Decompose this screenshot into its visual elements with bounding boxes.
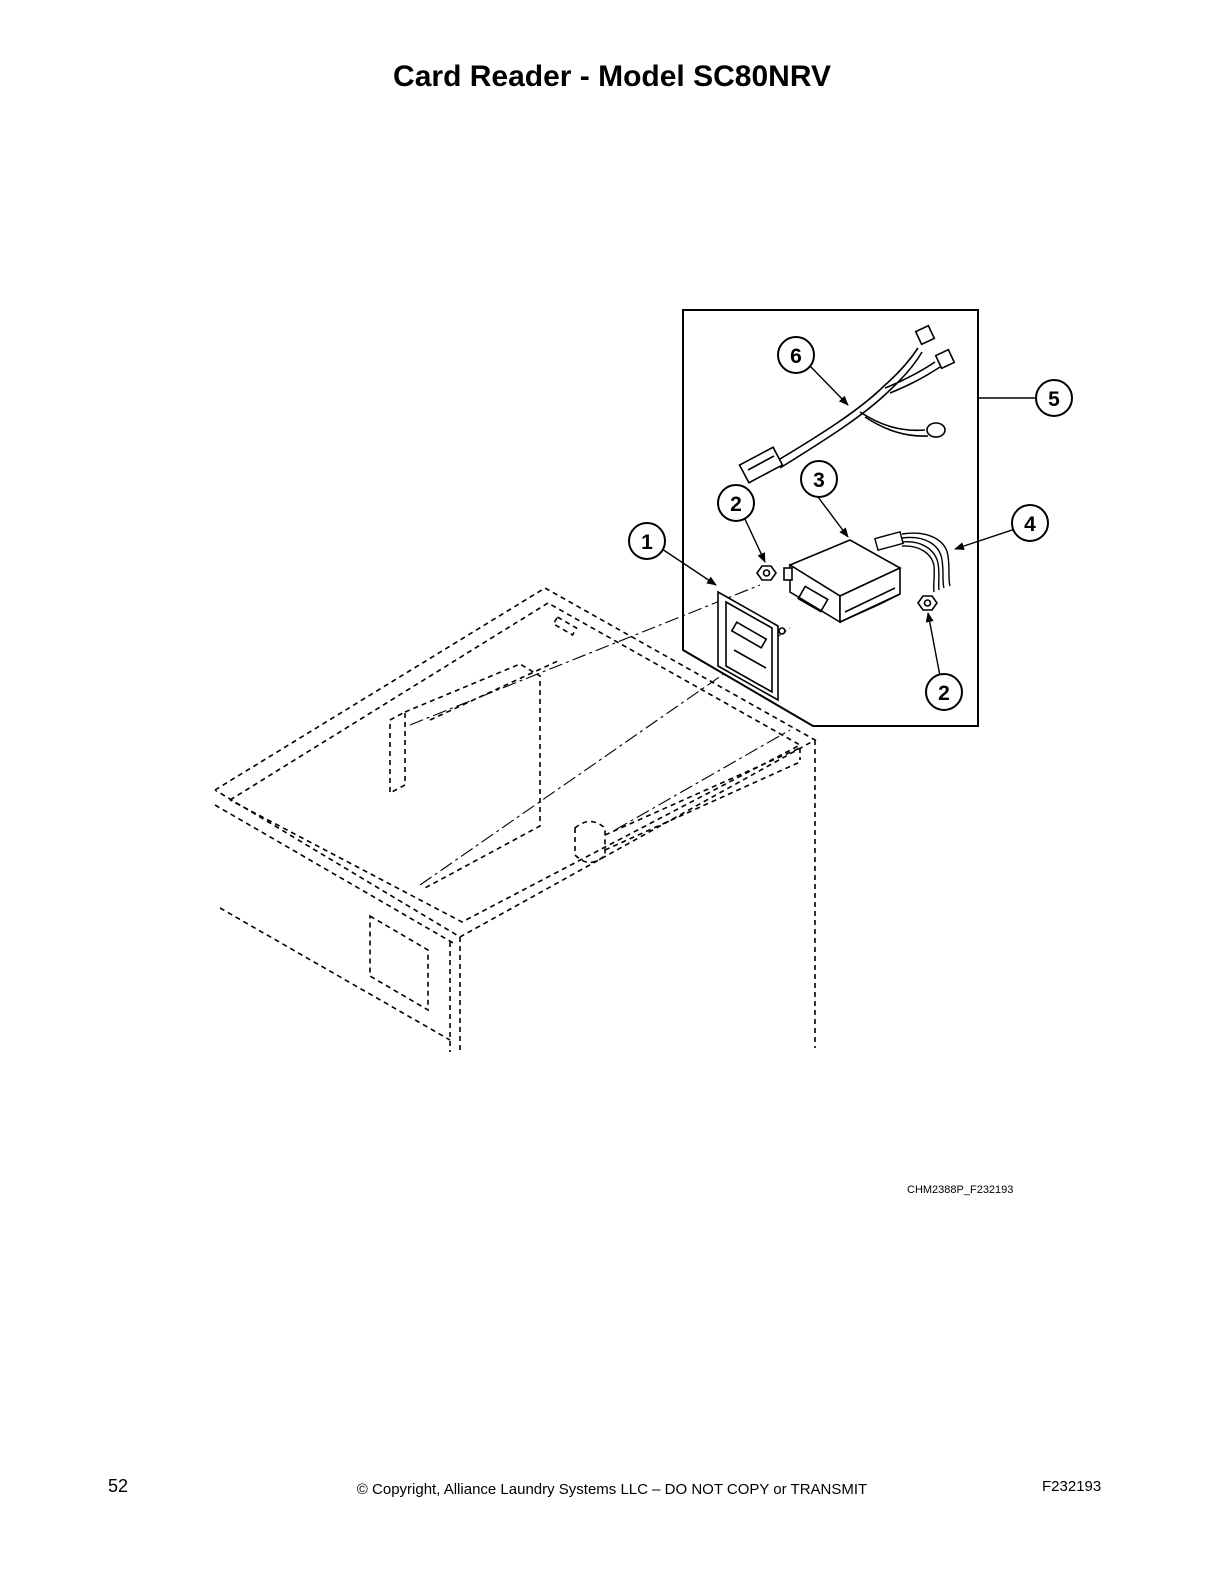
svg-text:2: 2 [938, 682, 950, 705]
nut-upper [756, 565, 777, 581]
callout-6: 6 [777, 336, 815, 374]
figure-code: CHM2388P_F232193 [907, 1184, 1014, 1196]
wire-harness [738, 324, 956, 484]
callout-5: 5 [1035, 379, 1073, 417]
callout-2-upper: 2 [717, 484, 755, 522]
nut-lower [917, 595, 938, 611]
svg-text:4: 4 [1024, 513, 1036, 536]
page-title: Card Reader - Model SC80NRV [393, 60, 831, 93]
callout-3: 3 [800, 460, 838, 498]
svg-text:3: 3 [813, 469, 825, 492]
svg-text:5: 5 [1048, 388, 1060, 411]
callout-1: 1 [628, 522, 666, 560]
page-number: 52 [108, 1476, 129, 1496]
callout-4: 4 [1011, 504, 1049, 542]
kit-bracket-outline [682, 309, 979, 727]
leader-lines [661, 365, 1036, 677]
svg-text:2: 2 [730, 493, 742, 516]
card-reader-module [783, 539, 902, 624]
pigtail-connector [874, 530, 951, 593]
svg-text:1: 1 [641, 531, 653, 554]
mounting-plate [717, 590, 786, 702]
svg-text:6: 6 [790, 345, 802, 368]
document-id: F232193 [1042, 1478, 1102, 1495]
copyright-notice: © Copyright, Alliance Laundry Systems LL… [356, 1481, 868, 1498]
callout-2-lower: 2 [925, 673, 963, 711]
machine-cabinet-outline [214, 587, 817, 1052]
